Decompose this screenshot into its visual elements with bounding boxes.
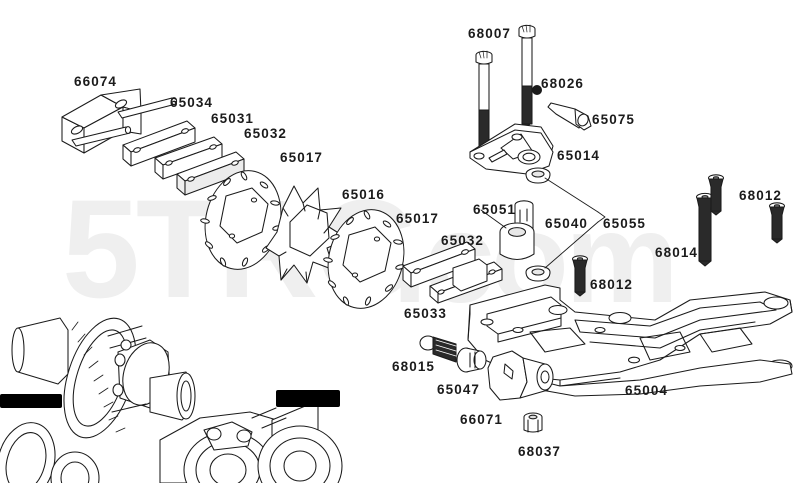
- part-65017-brake-disc-b: [323, 209, 405, 309]
- part-label-65034-1: 65034: [170, 95, 214, 110]
- part-65033-link-plate-short: [429, 258, 503, 304]
- part-65047-collar-bushing: [456, 347, 487, 373]
- part-68012-screw-center: [571, 255, 589, 297]
- part-label-66074-0: 66074: [74, 74, 118, 89]
- part-68012-screw-r2: [768, 202, 786, 244]
- part-68007-cap-screw-b: [518, 24, 536, 128]
- part-65017-brake-disc-a: [200, 170, 282, 270]
- part-label-65051-13: 65051: [473, 202, 517, 217]
- part-65032-link-plate-b: [402, 241, 476, 288]
- part-68014-screw: [695, 192, 715, 267]
- part-65075-cam-lever: [547, 102, 592, 131]
- part-label-65040-14: 65040: [545, 216, 589, 231]
- redaction-bar-center: [276, 390, 340, 407]
- part-label-68012-16: 68012: [590, 277, 634, 292]
- part-65051-pivot-bushing: [499, 222, 535, 261]
- part-label-65055-15: 65055: [603, 216, 647, 231]
- part-68007-cap-screw-a: [475, 50, 493, 152]
- part-65031-link-plate: [154, 136, 223, 180]
- part-gear-differential-assembly: [0, 317, 196, 483]
- part-65004-chassis-brace-plate: [467, 284, 793, 397]
- part-label-68026-10: 68026: [541, 76, 585, 91]
- part-66074-bulkhead-brace: [61, 88, 178, 154]
- part-label-68012-17: 68012: [739, 188, 783, 203]
- part-label-66071-21: 66071: [460, 412, 504, 427]
- part-label-65047-20: 65047: [437, 382, 481, 397]
- part-label-65032-7: 65032: [441, 233, 485, 248]
- part-65034-link-plate: [122, 120, 196, 167]
- part-label-65014-12: 65014: [557, 148, 601, 163]
- part-label-65017-4: 65017: [280, 150, 324, 165]
- part-label-65032-3: 65032: [244, 126, 288, 141]
- part-gearbox-housing: [159, 395, 343, 483]
- part-68015-button-screw: [419, 335, 457, 363]
- part-label-65033-8: 65033: [404, 306, 448, 321]
- part-65055-bushing-top: [525, 167, 551, 184]
- part-label-65031-2: 65031: [211, 111, 255, 126]
- part-66071-knuckle-arm: [487, 350, 554, 401]
- part-65055-bushing-bottom: [525, 265, 551, 282]
- part-label-65016-5: 65016: [342, 187, 386, 202]
- part-68037-lock-nut: [523, 412, 543, 433]
- part-68012-screw-r1: [707, 174, 725, 216]
- part-68026-pin: [531, 84, 543, 96]
- part-65014-brake-mount-bracket: [469, 123, 554, 175]
- part-label-65075-11: 65075: [592, 112, 636, 127]
- part-label-68014-18: 68014: [655, 245, 699, 260]
- part-label-68007-9: 68007: [468, 26, 512, 41]
- part-65032-link-plate-a: [176, 151, 245, 196]
- part-label-65017-6: 65017: [396, 211, 440, 226]
- part-label-68037-22: 68037: [518, 444, 562, 459]
- redaction-bar-left: [0, 394, 62, 408]
- part-label-65004-23: 65004: [625, 383, 669, 398]
- part-label-68015-19: 68015: [392, 359, 436, 374]
